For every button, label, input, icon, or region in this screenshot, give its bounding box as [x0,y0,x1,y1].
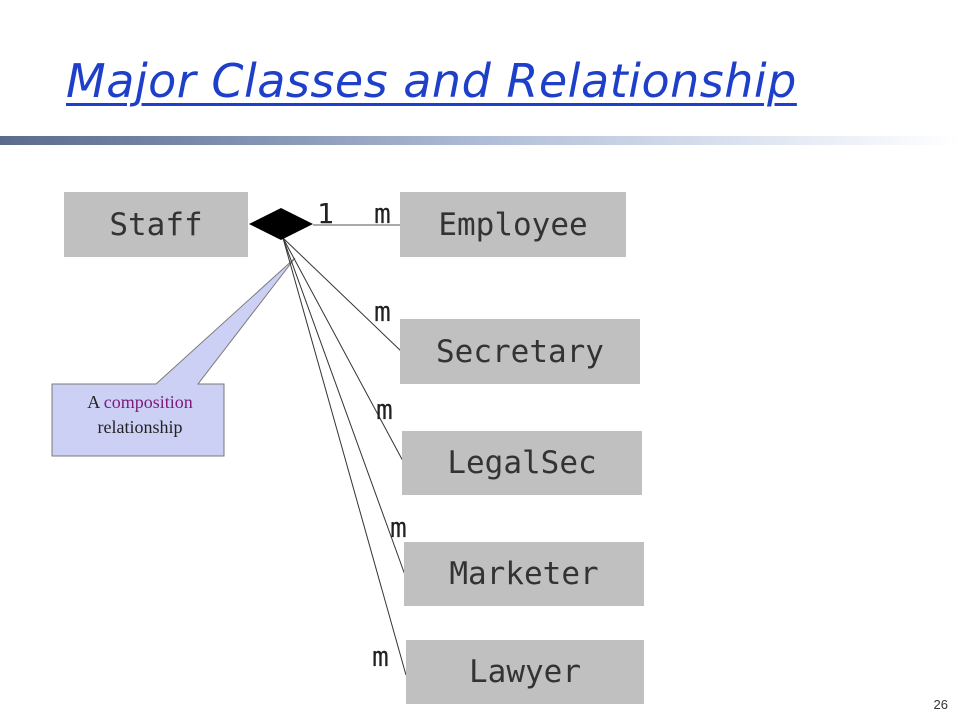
multiplicity-lawyer: m [372,640,389,673]
callout-highlight: composition [103,392,193,412]
class-marketer: Marketer [404,542,644,606]
callout-text: A composition relationship [56,390,224,440]
line-lawyer [282,237,407,676]
page-number: 26 [933,697,948,712]
class-lawyer: Lawyer [406,640,644,704]
composition-diamond-icon [249,208,313,240]
multiplicity-legalsec: m [376,393,393,426]
slide-title: Major Classes and Relationship [66,54,797,108]
multiplicity-employee: m [374,197,391,230]
line-legalsec [282,237,405,464]
class-employee: Employee [400,192,626,257]
callout-prefix: A [87,392,104,412]
class-staff: Staff [64,192,248,257]
line-marketer [282,237,406,576]
line-secretary [282,237,403,353]
multiplicity-secretary: m [374,295,391,328]
class-legalsec: LegalSec [402,431,642,495]
callout-suffix: relationship [97,417,183,437]
multiplicity-staff: 1 [317,197,334,230]
multiplicity-marketer: m [390,511,407,544]
title-rule [0,136,960,145]
callout-balloon [51,257,296,457]
class-secretary: Secretary [400,319,640,384]
